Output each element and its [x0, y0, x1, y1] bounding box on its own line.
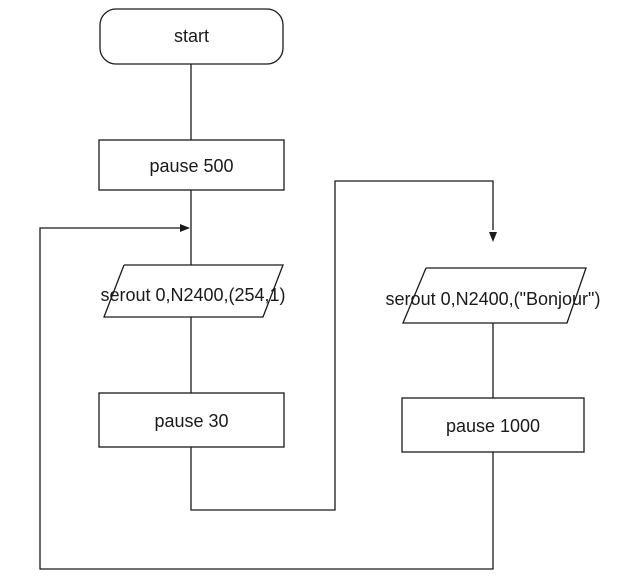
- pause-1000-label: pause 1000: [446, 416, 540, 436]
- serout-bonjour-io: serout 0,N2400,("Bonjour"): [386, 267, 601, 324]
- pause-500-label: pause 500: [149, 156, 233, 176]
- start-label: start: [174, 26, 209, 46]
- serout-clear-label: serout 0,N2400,(254,1): [100, 285, 285, 305]
- serout-bonjour-label: serout 0,N2400,("Bonjour"): [386, 289, 601, 309]
- connector-pause30-to-serout-bonjour: [190, 180, 494, 511]
- arrowhead-right-icon: [180, 224, 190, 232]
- start-terminal: start: [99, 8, 284, 65]
- arrowhead-down-icon: [489, 232, 497, 242]
- pause-1000-process: pause 1000: [401, 397, 585, 453]
- connector-loop-back: [39, 227, 494, 570]
- pause-500-process: pause 500: [98, 139, 285, 191]
- pause-30-label: pause 30: [154, 411, 228, 431]
- serout-clear-io: serout 0,N2400,(254,1): [100, 264, 286, 318]
- pause-30-process: pause 30: [98, 392, 285, 448]
